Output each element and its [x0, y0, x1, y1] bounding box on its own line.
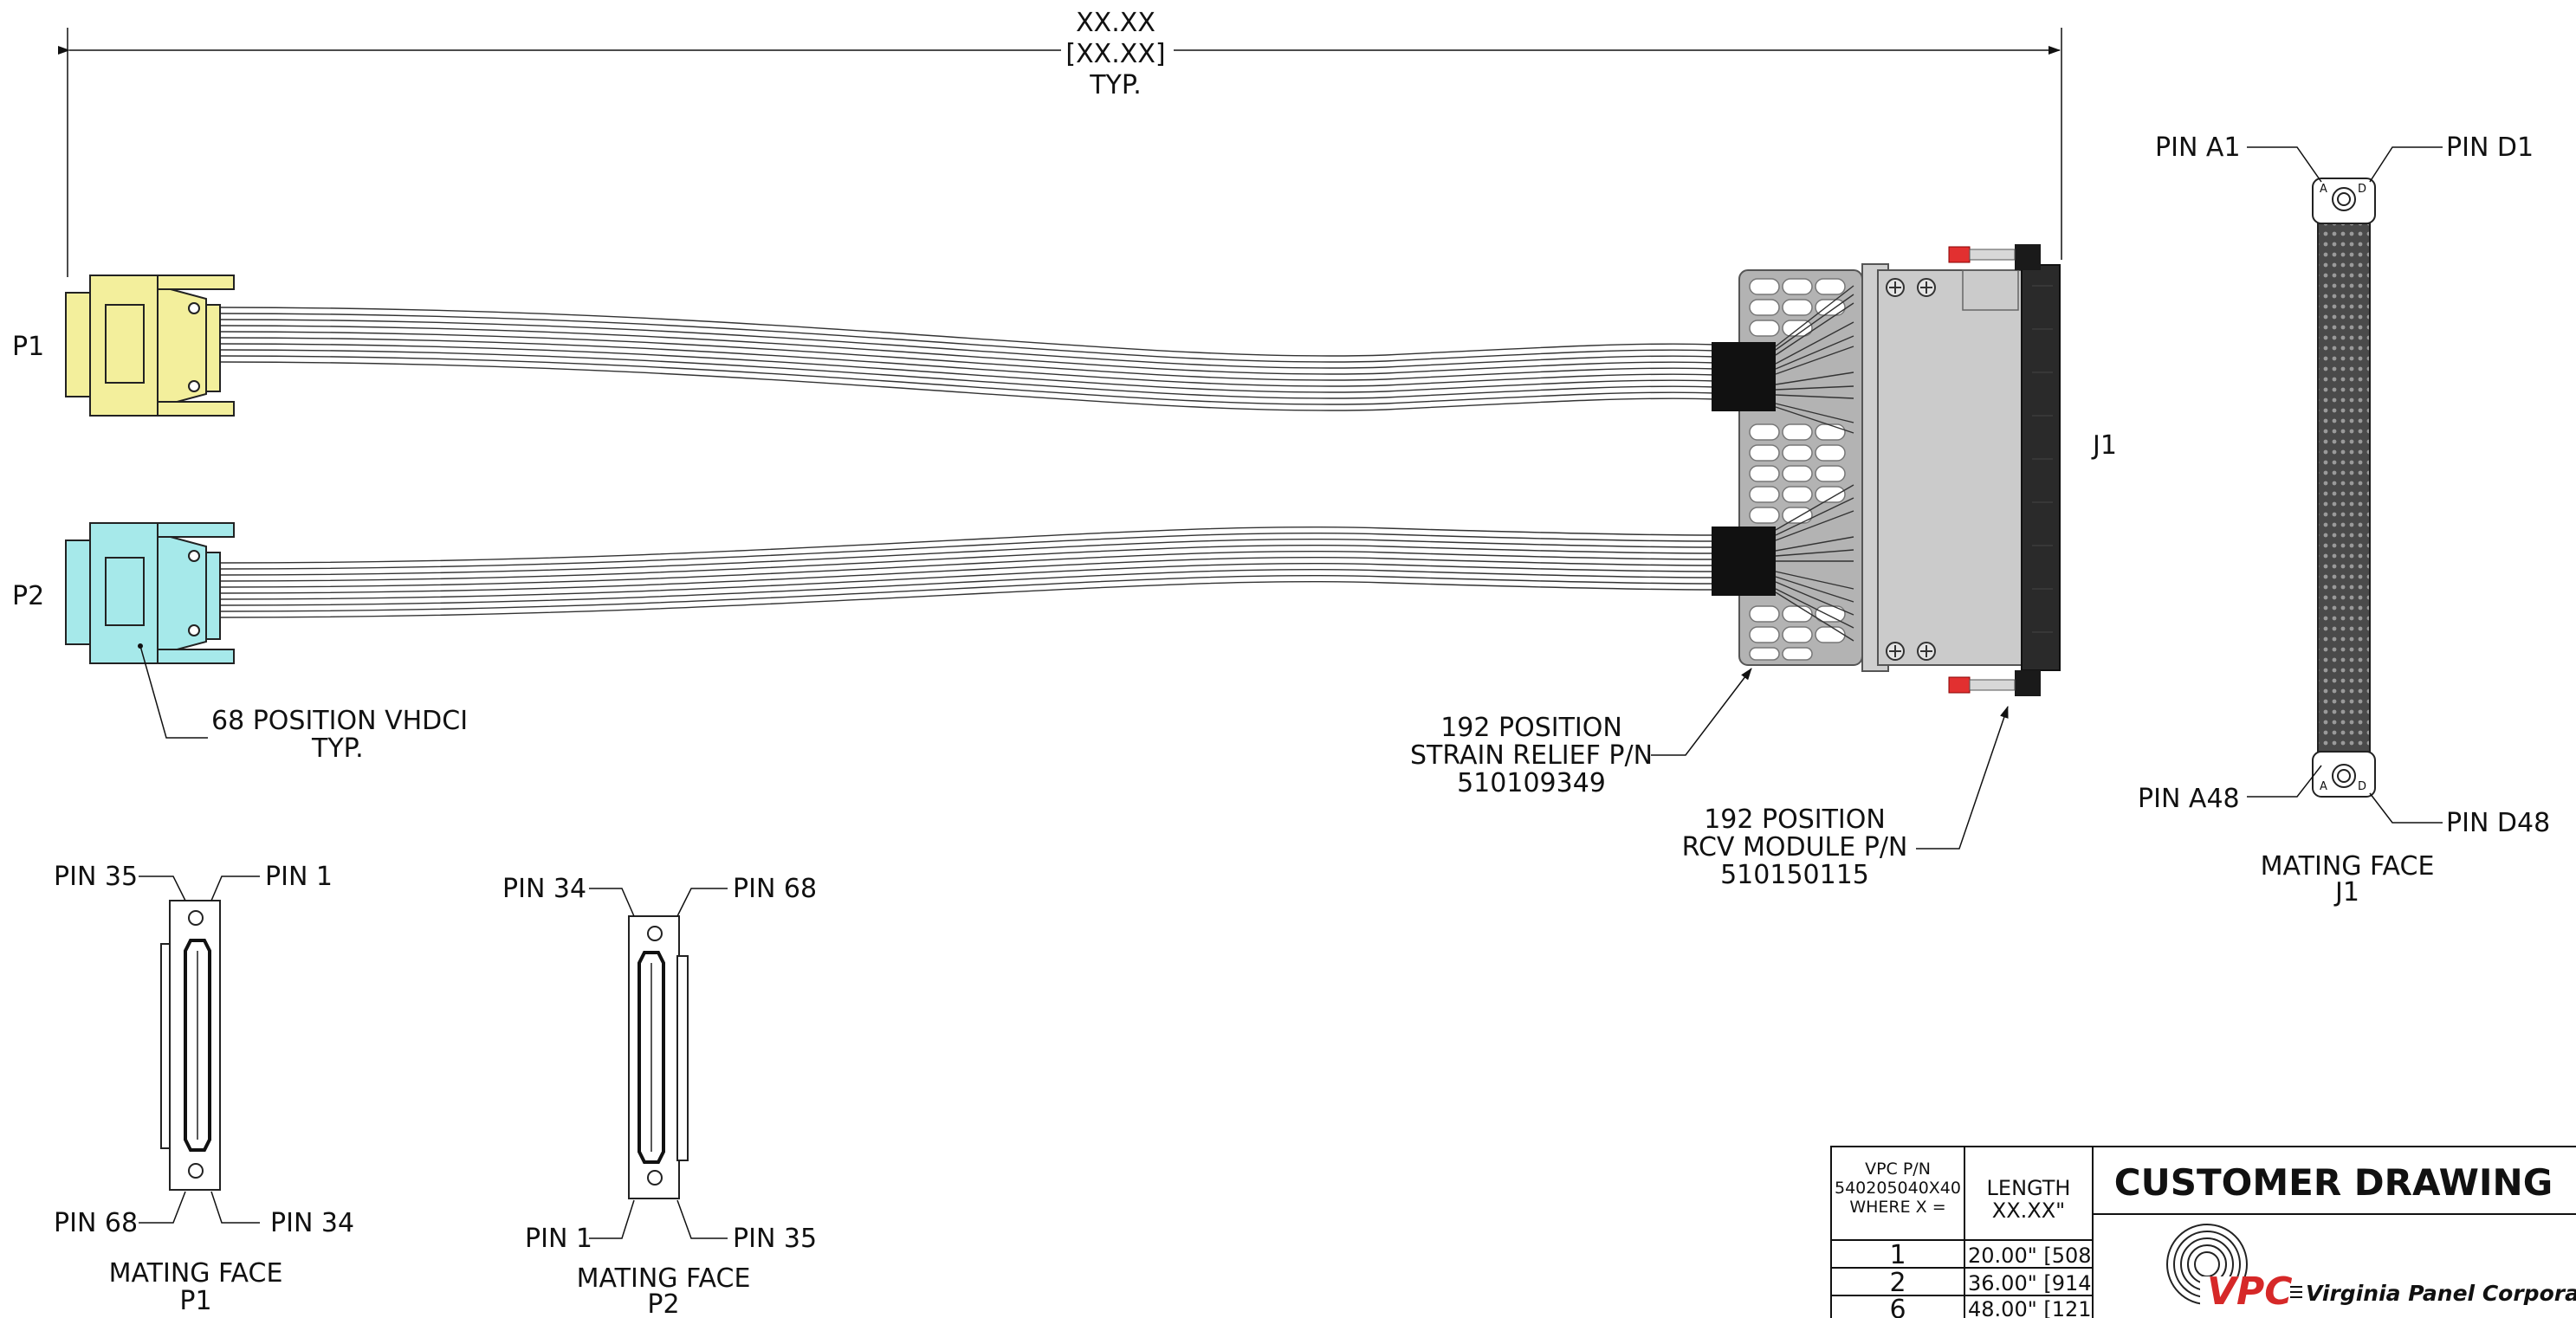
rcv-module-line2: RCV MODULE P/N [1682, 832, 1908, 863]
j1-corner-d-top: D [2358, 183, 2366, 196]
j1-corner-a-top: A [2320, 183, 2327, 196]
vhdci-callout-line2: TYP. [311, 733, 364, 764]
table-row-1-x: 1 [1889, 1240, 1906, 1270]
j1-face-subtitle: J1 [2333, 877, 2359, 908]
company-name: Virginia Panel Corporation [2306, 1281, 2576, 1306]
j1-corner-a-bottom: A [2320, 780, 2327, 793]
cable-clamp-bottom [1712, 484, 1854, 642]
p1-mating-face: PIN 35 PIN 1 PIN 68 PIN 34 MATING FACE P… [54, 862, 354, 1316]
dimension-note: TYP. [1089, 70, 1142, 100]
table-header-length-line2: XX.XX" [1992, 1198, 2065, 1223]
j1-mating-face: A D A D PIN A1 PIN D1 PIN A48 PIN D48 MA… [2138, 132, 2550, 908]
j1-pin-d48: PIN D48 [2446, 808, 2550, 838]
rcv-module-callout: 192 POSITION RCV MODULE P/N 510150115 [1682, 706, 2009, 890]
table-header-pn-line3: WHERE X = [1849, 1198, 1945, 1217]
table-header-pn-line2: 540205040X40 [1835, 1179, 1961, 1198]
p1-label: P1 [12, 332, 44, 362]
table-row-3-x: 6 [1889, 1295, 1906, 1318]
rcv-module: J1 [1861, 244, 2117, 696]
p2-face-subtitle: P2 [647, 1289, 679, 1318]
j1-corner-d-bottom: D [2358, 780, 2366, 793]
connector-p1: P1 [12, 275, 235, 417]
j1-pin-d1: PIN D1 [2446, 132, 2534, 163]
p2-pin-1: PIN 1 [525, 1224, 592, 1254]
table-row-3-length: 48.00" [1219] [1968, 1297, 2113, 1318]
vpc-logo: VPC Virginia Panel Corporation [2166, 1224, 2576, 1314]
strain-relief-line2: STRAIN RELIEF P/N [1410, 740, 1653, 771]
table-header-pn-line1: VPC P/N [1865, 1160, 1931, 1179]
cable-clamp-top [1712, 285, 1854, 434]
j1-label: J1 [2091, 430, 2117, 461]
j1-pin-field [2317, 223, 2371, 753]
table-header-length-line1: LENGTH [1987, 1176, 2071, 1200]
strain-relief-line1: 192 POSITION [1440, 713, 1622, 743]
rcv-module-line3: 510150115 [1720, 860, 1869, 890]
vhdci-callout-line1: 68 POSITION VHDCI [211, 706, 468, 736]
j1-pin-a48: PIN A48 [2138, 784, 2240, 814]
table-row-1-length: 20.00" [508] [1968, 1244, 2100, 1268]
p2-pin-34: PIN 34 [502, 874, 586, 904]
p1-face-subtitle: P1 [179, 1286, 211, 1316]
length-table: VPC P/N 540205040X40 WHERE X = LENGTH XX… [1830, 1146, 2113, 1318]
p1-face-title: MATING FACE [109, 1258, 283, 1289]
p2-pin-35: PIN 35 [733, 1224, 817, 1254]
strain-relief [1738, 269, 1863, 666]
vhdci-callout: 68 POSITION VHDCI TYP. [139, 645, 468, 764]
p2-mating-face: PIN 34 PIN 68 PIN 1 PIN 35 MATING FACE P… [502, 874, 817, 1318]
j1-face-title: MATING FACE [2261, 851, 2435, 882]
vpc-logo-text: VPC [2207, 1270, 2293, 1314]
j1-pin-a1: PIN A1 [2155, 132, 2241, 163]
dimension-alt-value: [XX.XX] [1065, 39, 1165, 69]
table-row-2-length: 36.00" [914] [1968, 1271, 2100, 1295]
p1-pin-68: PIN 68 [54, 1208, 138, 1238]
table-row-2-x: 2 [1889, 1268, 1906, 1298]
dimension-value: XX.XX [1076, 8, 1155, 38]
p1-pin-34: PIN 34 [270, 1208, 354, 1238]
p2-pin-68: PIN 68 [733, 874, 817, 904]
p2-face-title: MATING FACE [577, 1263, 751, 1294]
strain-relief-line3: 510109349 [1457, 768, 1606, 798]
p1-pin-35: PIN 35 [54, 862, 138, 892]
p1-pin-1: PIN 1 [265, 862, 333, 892]
ribbon-cable-p2 [217, 526, 1716, 618]
rcv-module-line1: 192 POSITION [1704, 804, 1886, 835]
connector-p2: P2 [12, 522, 235, 664]
title-block-heading: CUSTOMER DRAWING [2114, 1161, 2553, 1204]
strain-relief-callout: 192 POSITION STRAIN RELIEF P/N 510109349 [1410, 668, 1752, 798]
length-dimension: XX.XX [XX.XX] TYP. [58, 8, 2062, 277]
ribbon-cable-p1 [217, 307, 1716, 411]
title-block: CUSTOMER DRAWING VPC Virginia Panel Corp… [2092, 1146, 2576, 1318]
p2-label: P2 [12, 581, 44, 611]
